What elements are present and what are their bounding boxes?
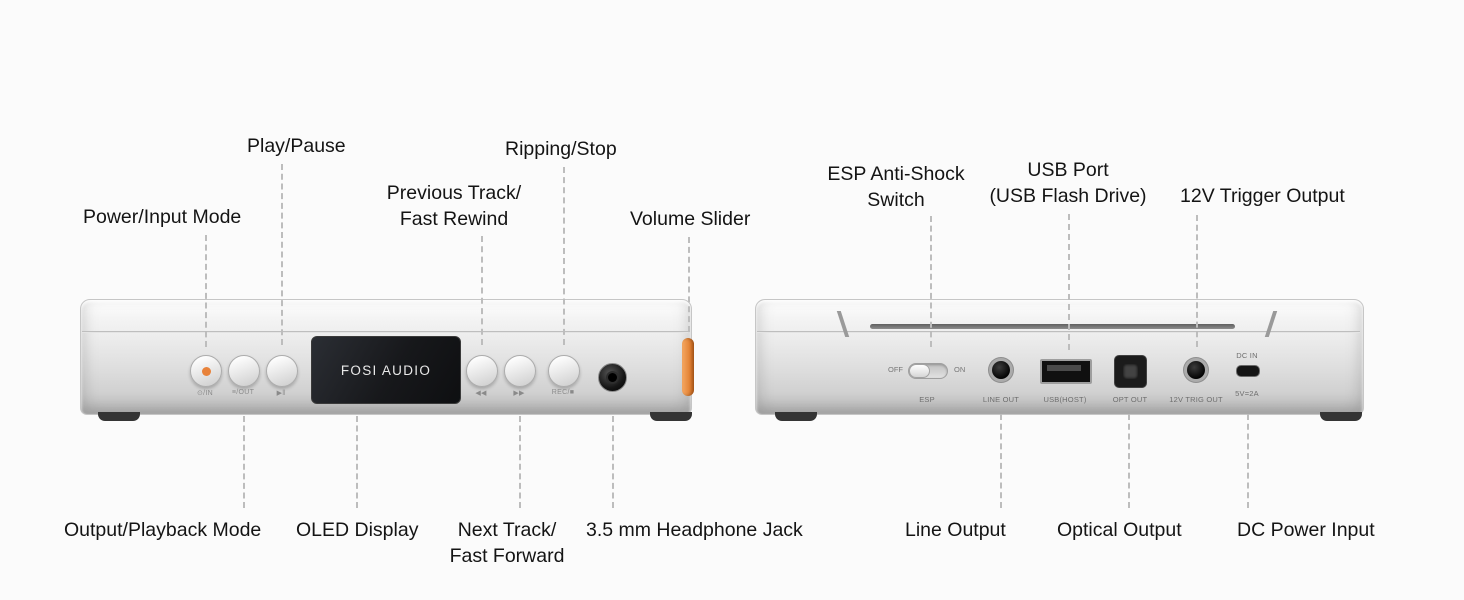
device-foot xyxy=(1320,412,1362,421)
leader-line xyxy=(1196,215,1198,347)
leader-line xyxy=(1068,214,1070,350)
jack-hole xyxy=(608,373,617,382)
callout-oled-display: OLED Display xyxy=(296,519,419,541)
leader-line xyxy=(688,237,690,332)
callout-optical-output: Optical Output xyxy=(1057,519,1182,541)
callout-trigger-output: 12V Trigger Output xyxy=(1180,185,1345,207)
device-foot xyxy=(98,412,140,421)
callout-headphone-jack: 3.5 mm Headphone Jack xyxy=(586,519,803,541)
output-playback-mode-button xyxy=(228,355,260,387)
device-foot xyxy=(650,412,692,421)
rear-vent-slot xyxy=(870,324,1235,329)
esp-anti-shock-switch xyxy=(908,363,948,379)
rear-lid-seam xyxy=(757,331,1360,333)
optical-output-port xyxy=(1114,355,1147,388)
trigger-port-label: 12V TRIG OUT xyxy=(1169,395,1223,404)
switch-on-label: ON xyxy=(954,365,966,374)
leader-line xyxy=(1000,414,1002,508)
callout-next-track: Next Track/ Fast Forward xyxy=(449,519,565,567)
usb-port-label: USB(HOST) xyxy=(1043,395,1087,404)
mode-button-glyph: ≡/OUT xyxy=(231,389,255,396)
device-foot xyxy=(775,412,817,421)
callout-play-pause: Play/Pause xyxy=(247,135,346,157)
next-track-button xyxy=(504,355,536,387)
callout-line-output: Line Output xyxy=(905,519,1006,541)
brand-text: FOSI AUDIO xyxy=(340,362,432,378)
rec-stop-button xyxy=(548,355,580,387)
front-lid-seam xyxy=(82,331,688,333)
callout-output-playback-mode: Output/Playback Mode xyxy=(64,519,262,541)
leader-line xyxy=(519,416,521,508)
leader-line xyxy=(612,416,614,508)
forward-glyph: ▶▶ xyxy=(513,390,525,397)
dc-power-port xyxy=(1236,365,1260,377)
trigger-output-jack xyxy=(1187,361,1205,379)
leader-line xyxy=(1247,414,1249,508)
rear-panel-view: OFF ON ESP LINE OUT USB(HOST) OPT OUT 12… xyxy=(755,299,1364,421)
dc-spec-label: 5V=2A xyxy=(1235,389,1259,398)
rear-chassis xyxy=(755,299,1364,415)
rec-stop-glyph: REC/■ xyxy=(551,389,575,396)
usb-tongue xyxy=(1047,365,1081,371)
leader-line xyxy=(481,236,483,345)
rewind-glyph: ◀◀ xyxy=(475,390,487,397)
leader-line xyxy=(205,235,207,347)
usb-host-port xyxy=(1040,359,1092,384)
switch-knob xyxy=(909,364,930,378)
callout-volume-slider: Volume Slider xyxy=(630,208,751,230)
play-pause-glyph: ▶‖ xyxy=(276,390,286,397)
optical-window xyxy=(1123,364,1138,379)
leader-line xyxy=(1128,414,1130,508)
play-pause-button xyxy=(266,355,298,387)
leader-line xyxy=(356,416,358,508)
line-out-jack xyxy=(992,361,1010,379)
line-out-label: LINE OUT xyxy=(982,395,1020,404)
callout-power-input-mode: Power/Input Mode xyxy=(83,206,242,228)
optical-port-label: OPT OUT xyxy=(1112,395,1148,404)
volume-slider-wheel xyxy=(682,338,694,396)
callout-previous-track: Previous Track/ Fast Rewind xyxy=(386,182,522,230)
power-button-glyph: ⊙/IN xyxy=(196,390,213,397)
previous-track-button xyxy=(466,355,498,387)
front-panel-view: FOSI AUDIO ⊙/IN ≡/OUT ▶‖ ◀◀ ▶▶ REC/■ xyxy=(80,299,694,421)
leader-line xyxy=(281,164,283,345)
esp-port-label: ESP xyxy=(919,395,935,404)
switch-off-label: OFF xyxy=(888,365,903,374)
callout-usb-port: USB Port (USB Flash Drive) xyxy=(989,159,1147,207)
power-input-button xyxy=(190,355,222,387)
callout-ripping-stop: Ripping/Stop xyxy=(505,138,617,160)
dc-in-label: DC IN xyxy=(1236,351,1258,360)
leader-line xyxy=(243,416,245,508)
leader-line xyxy=(563,167,565,345)
headphone-jack xyxy=(598,363,627,392)
oled-display: FOSI AUDIO xyxy=(311,336,461,404)
callout-esp-switch: ESP Anti-Shock Switch xyxy=(827,163,965,211)
power-led-dot xyxy=(201,366,211,376)
leader-line xyxy=(930,216,932,347)
callout-dc-power-input: DC Power Input xyxy=(1237,519,1375,541)
